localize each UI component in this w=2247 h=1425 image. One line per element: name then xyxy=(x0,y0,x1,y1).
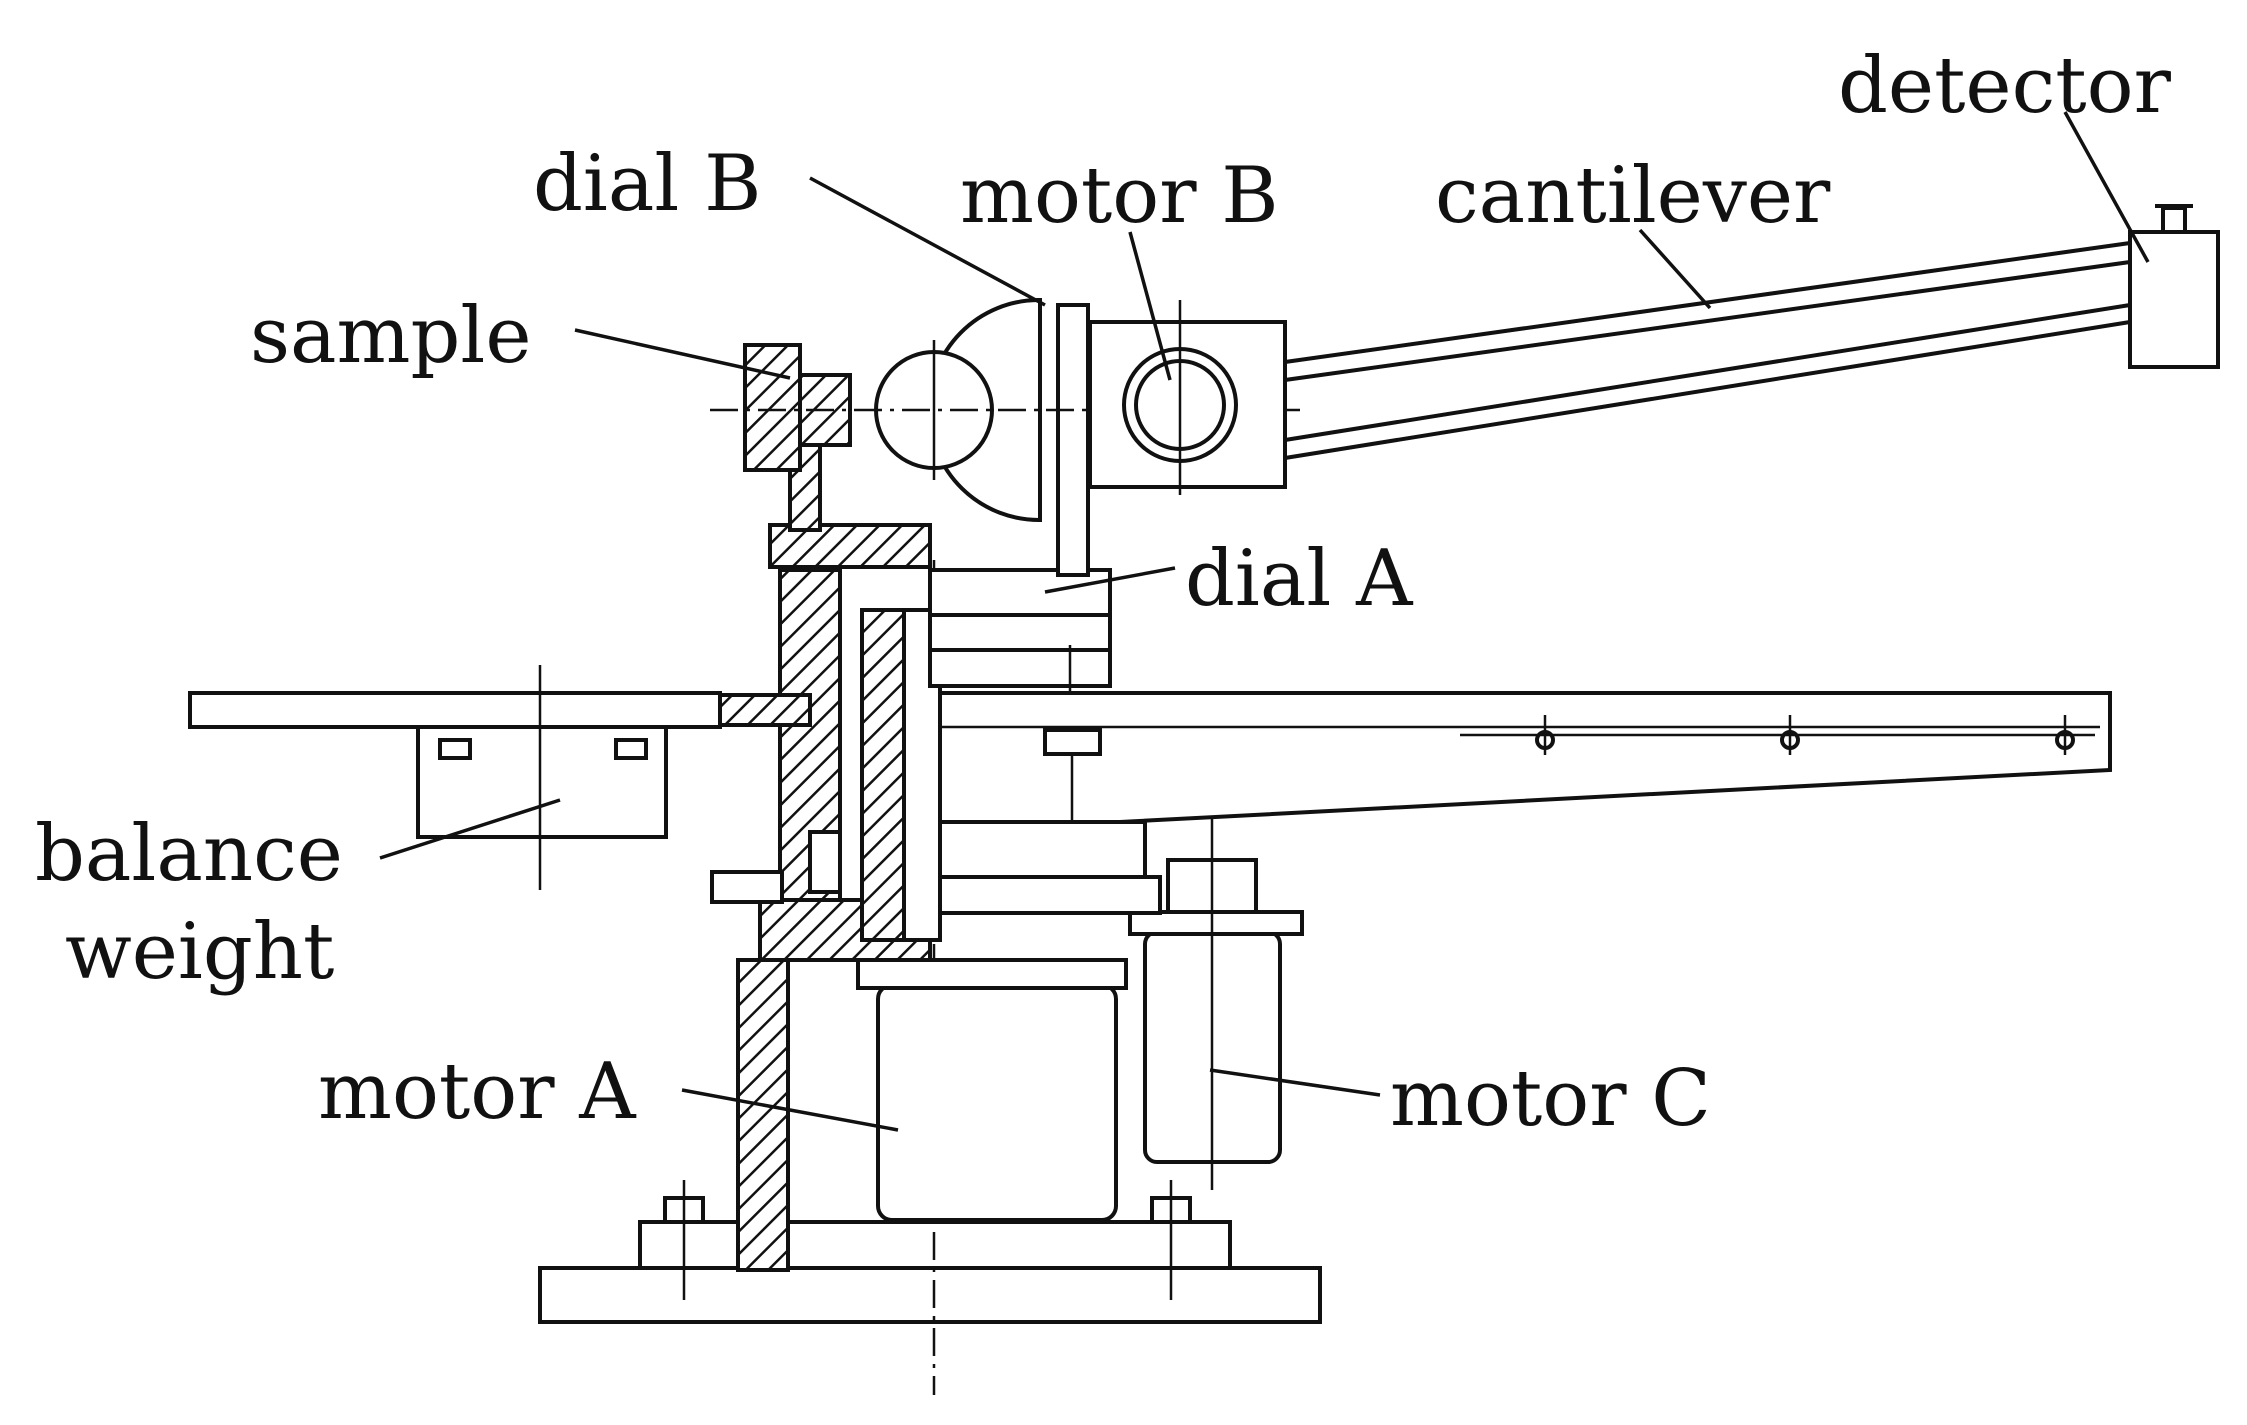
label-dial-a: dial A xyxy=(1185,534,1414,624)
leader-lines xyxy=(379,111,2150,1132)
detector-body xyxy=(2128,204,2220,369)
dial-b-ring xyxy=(874,298,1042,523)
leader-motor-c xyxy=(1209,1068,1381,1097)
leader-dial-a xyxy=(1044,566,1176,594)
balance-weight-body xyxy=(416,665,668,890)
leader-cantilever xyxy=(1638,228,1712,310)
support-plate xyxy=(1056,303,1090,577)
leader-balance-weight xyxy=(379,798,561,860)
arm-bolts xyxy=(1043,715,2075,822)
central-column xyxy=(710,418,942,1272)
label-balance-weight-line1: balance xyxy=(35,809,343,899)
turntable-arm xyxy=(188,691,2112,915)
sample-holder xyxy=(743,343,852,472)
motor-c-body xyxy=(1128,790,1304,1190)
leader-motor-a xyxy=(681,1088,899,1132)
leader-detector xyxy=(2063,111,2150,263)
label-cantilever: cantilever xyxy=(1435,151,1831,241)
dial-a-stack xyxy=(928,568,1112,745)
base-bolts xyxy=(663,1180,1192,1300)
base-plate xyxy=(538,1220,1322,1324)
leader-dial-b xyxy=(809,176,1046,307)
label-motor-a: motor A xyxy=(318,1047,637,1137)
leader-motor-b xyxy=(1128,231,1172,381)
cantilever-beam xyxy=(1284,241,2131,460)
motor-a-body xyxy=(856,958,1128,1222)
label-motor-b: motor B xyxy=(960,151,1279,241)
motor-b-body xyxy=(1088,300,1287,495)
label-motor-c: motor C xyxy=(1390,1054,1711,1144)
label-detector: detector xyxy=(1838,41,2172,131)
label-sample: sample xyxy=(250,291,532,381)
leader-sample xyxy=(574,328,791,380)
label-dial-b: dial B xyxy=(533,139,761,229)
label-balance-weight-line2: weight xyxy=(65,907,334,997)
